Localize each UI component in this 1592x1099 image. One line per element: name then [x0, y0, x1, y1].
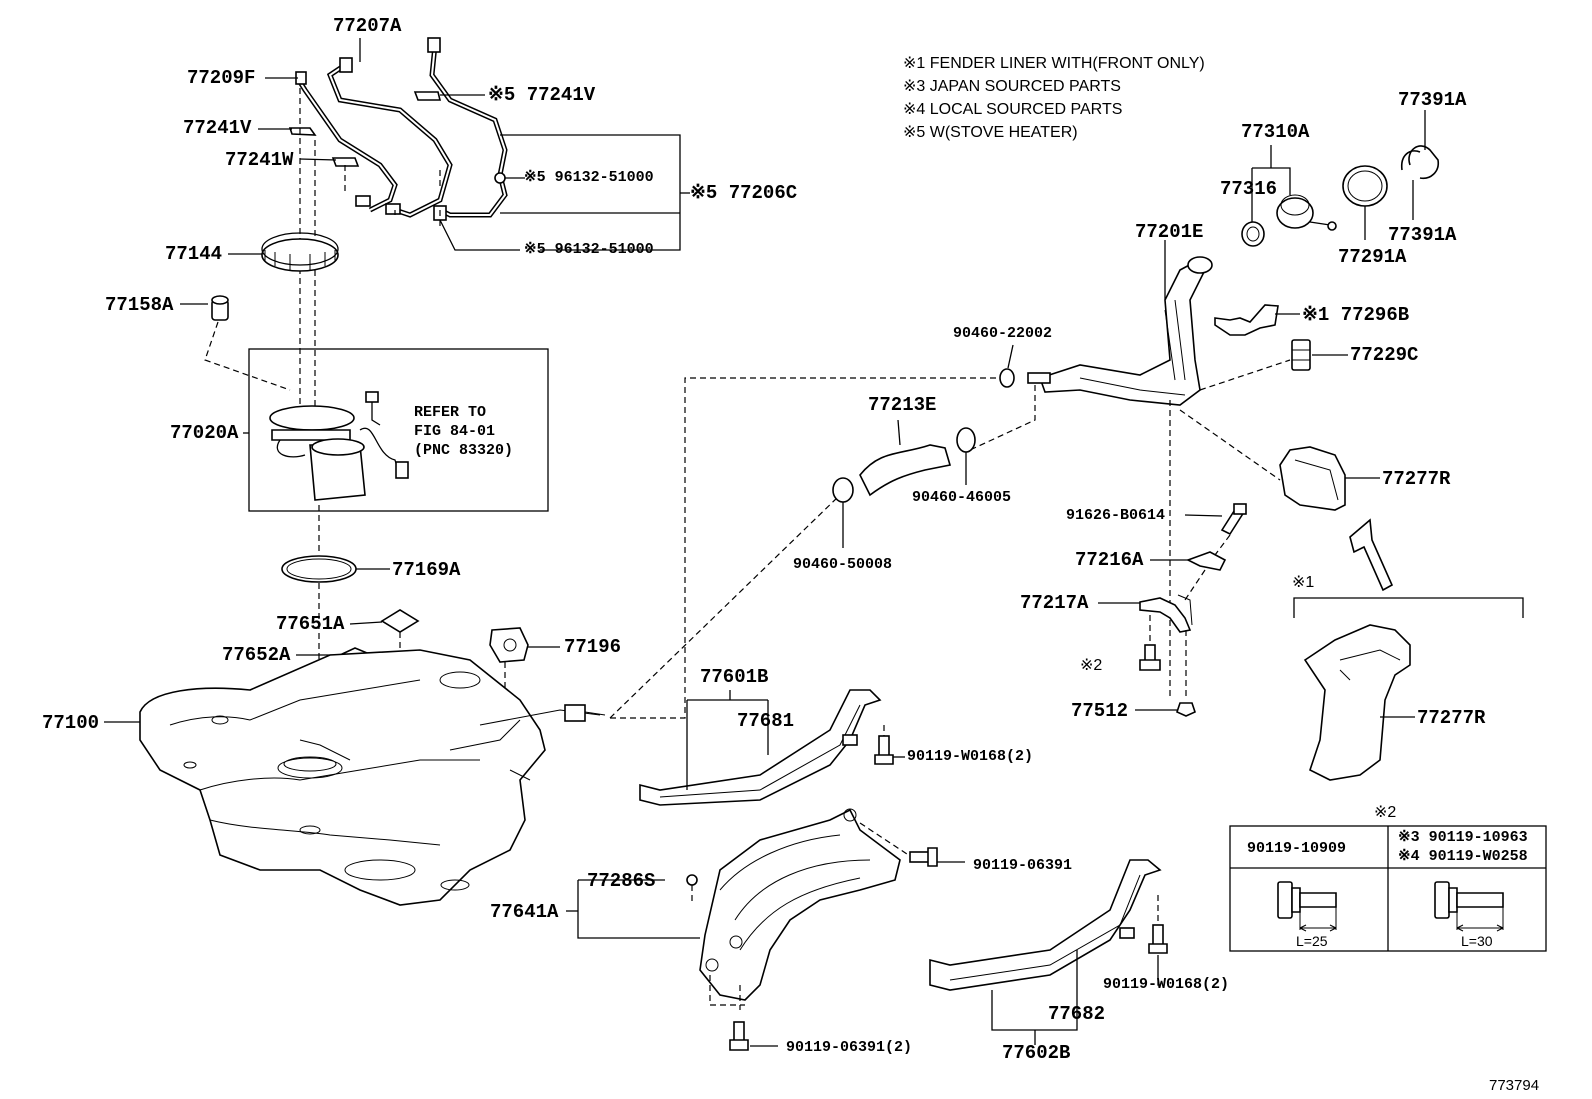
table-col2-dim: L=30	[1461, 933, 1493, 949]
label-77241V-a: 77241V	[183, 117, 252, 139]
bracket-77217A	[1139, 594, 1193, 633]
label-star2-bolt: ※2	[1080, 657, 1103, 674]
refer-line-2: FIG 84-01	[414, 423, 496, 440]
label-90460-22002: 90460-22002	[953, 325, 1053, 342]
label-77216A: 77216A	[1075, 549, 1144, 571]
label-77316: 77316	[1220, 178, 1278, 200]
gasket-77316	[1241, 221, 1265, 247]
label-77310A: 77310A	[1241, 121, 1310, 143]
label-77651A	[380, 609, 420, 633]
gasket-77169A	[281, 555, 357, 583]
tank-band-77601B	[639, 689, 882, 806]
label-90119-06391-b: 90119-06391(2)	[786, 1039, 913, 1056]
label-77602B: 77602B	[1002, 1042, 1071, 1064]
table-col1-head: 90119-10909	[1247, 840, 1347, 857]
fuel-pump-box	[248, 348, 549, 512]
clamp-90460-50008	[832, 477, 854, 503]
label-77206C: ※5 77206C	[690, 182, 798, 204]
label-90460-50008: 90460-50008	[793, 556, 893, 573]
label-77286S: 77286S	[587, 870, 656, 892]
label-96132-b: ※5 96132-51000	[524, 241, 654, 258]
label-77144: 77144	[165, 243, 223, 265]
label-90119-06391-a: 90119-06391	[973, 857, 1073, 874]
tank-band-77602B	[929, 859, 1162, 991]
table-col2-head-1: ※3 90119-10963	[1398, 829, 1528, 846]
table-col2-head-2: ※4 90119-W0258	[1398, 848, 1528, 865]
arrow	[1349, 518, 1394, 592]
label-77169A: 77169A	[392, 559, 461, 581]
label-91626-B0614: 91626-B0614	[1066, 507, 1166, 524]
filter-77158A	[211, 295, 229, 321]
ring-77291A	[1342, 165, 1388, 207]
bolt-90119-W0168-b	[1148, 924, 1168, 954]
table-col1-dim: L=25	[1296, 933, 1328, 949]
label-77209F: 77209F	[187, 67, 256, 89]
clamp-90460-46005	[956, 427, 976, 453]
label-77020A: 77020A	[170, 422, 239, 444]
label-77217A: 77217A	[1020, 592, 1089, 614]
refer-line-3: (PNC 83320)	[414, 442, 514, 459]
label-90119-W0168-a: 90119-W0168(2)	[907, 748, 1034, 765]
clip-77229C	[1291, 339, 1311, 371]
label-77241V-b: ※5 77241V	[488, 84, 596, 106]
label-77201E: 77201E	[1135, 221, 1204, 243]
valve-77196	[489, 627, 529, 663]
label-90119-W0168-b: 90119-W0168(2)	[1103, 976, 1230, 993]
bracket-77296B	[1214, 304, 1279, 336]
refer-line-1: REFER TO	[414, 404, 487, 421]
fuel-tube-assembly	[288, 37, 508, 221]
note-1: ※1 FENDER LINER WITH(FRONT ONLY)	[903, 55, 1205, 72]
figure-number: 773794	[1489, 1077, 1540, 1094]
clip-77512	[1176, 702, 1196, 717]
label-77207A: 77207A	[333, 15, 402, 37]
filler-pipe-77201E	[1038, 256, 1213, 406]
bolt-spec-table	[1229, 825, 1547, 952]
clamp-77216A	[1185, 551, 1227, 571]
note-4: ※4 LOCAL SOURCED PARTS	[903, 101, 1123, 118]
liner-77277R-bottom	[1303, 624, 1411, 781]
label-77229C: 77229C	[1350, 344, 1419, 366]
bolt-star2	[1139, 644, 1161, 671]
label-77651A: 77651A	[276, 613, 345, 635]
label-77296B: ※1 77296B	[1302, 304, 1410, 326]
label-77277R-a: 77277R	[1382, 468, 1451, 490]
label-77241W: 77241W	[225, 149, 294, 171]
bolt-90119-W0168-a	[874, 735, 894, 765]
label-77158A: 77158A	[105, 294, 174, 316]
label-77682: 77682	[1048, 1003, 1106, 1025]
label-77391A-b: 77391A	[1388, 224, 1457, 246]
note-5: ※5 W(STOVE HEATER)	[903, 124, 1078, 141]
label-77652A: 77652A	[222, 644, 291, 666]
label-star1: ※1	[1292, 574, 1315, 591]
table-title: ※2	[1374, 804, 1397, 821]
label-77512: 77512	[1071, 700, 1129, 722]
fuel-pump-77020A	[269, 391, 409, 501]
fuel-tank-77100	[139, 649, 606, 906]
label-77601B: 77601B	[700, 666, 769, 688]
gas-cap-77310A	[1276, 194, 1337, 231]
label-77681: 77681	[737, 710, 795, 732]
label-77291A: 77291A	[1338, 246, 1407, 268]
note-3: ※3 JAPAN SOURCED PARTS	[903, 78, 1121, 95]
label-90460-46005: 90460-46005	[912, 489, 1012, 506]
label-77213E: 77213E	[868, 394, 937, 416]
label-77391A-a: 77391A	[1398, 89, 1467, 111]
label-77100: 77100	[42, 712, 100, 734]
label-77196: 77196	[564, 636, 622, 658]
bolt-91626-B0614	[1220, 503, 1247, 536]
bolt-90119-06391-a	[909, 847, 938, 867]
label-96132-a: ※5 96132-51000	[524, 169, 654, 186]
protector-77641A	[699, 808, 901, 1001]
label-77641A: 77641A	[490, 901, 559, 923]
ring-77391A	[1408, 145, 1440, 180]
bolt-90119-06391-b	[729, 1021, 749, 1051]
clamp-90460-22002	[999, 368, 1051, 388]
hose-77213E	[859, 444, 952, 497]
liner-77277R-top	[1279, 446, 1346, 511]
label-77277R-b: 77277R	[1417, 707, 1486, 729]
ring-nut-77144	[261, 232, 339, 272]
